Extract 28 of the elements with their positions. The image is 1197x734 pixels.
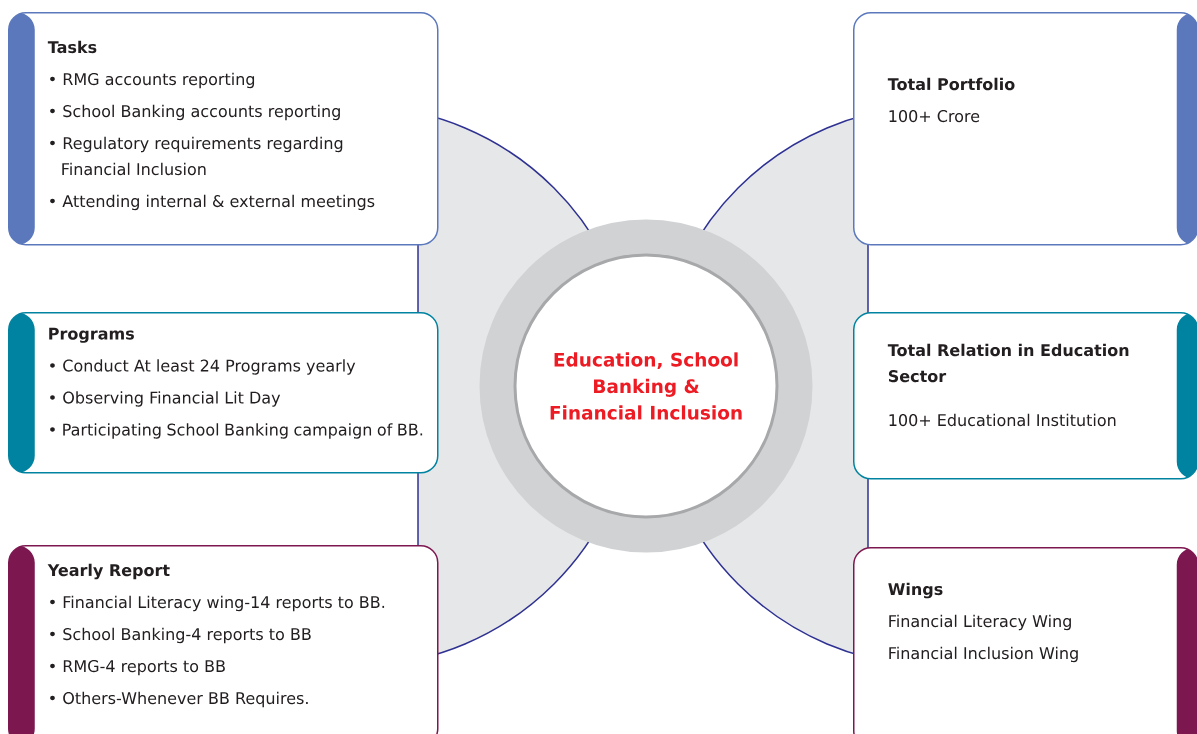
info-card: [8, 545, 439, 734]
card-item: • Observing Financial Lit Day: [50, 391, 281, 407]
info-card: [8, 312, 439, 474]
card-heading: Total Portfolio: [887, 77, 1015, 91]
card-item: Financial Inclusion Wing: [889, 646, 1078, 663]
card-item: • Attending internal & external meetings: [50, 194, 375, 211]
card-item: • RMG-4 reports to BB: [50, 660, 225, 676]
card-item: • School Banking accounts reporting: [50, 104, 340, 121]
info-card: [853, 12, 1197, 246]
card-item: Financial Literacy Wing: [889, 614, 1071, 631]
card-item: • RMG accounts reporting: [50, 72, 255, 89]
card-heading: Total Relation in Education Sector: [887, 343, 1129, 383]
card-item: 100+ Crore: [889, 110, 980, 123]
card-heading: Programs: [49, 327, 134, 343]
card-item: • Others-Whenever BB Requires.: [50, 691, 308, 708]
info-card: [853, 312, 1197, 480]
card-heading: Yearly Report: [47, 563, 170, 580]
info-card: [853, 547, 1197, 734]
card-item: • Regulatory requirements regarding Financial Inclusion: [50, 136, 343, 176]
card-item: • Participating School Banking campaign of BB.: [50, 423, 423, 439]
info-card: [8, 12, 439, 246]
card-item: • School Banking-4 reports to BB: [50, 627, 311, 644]
card-item: 100+ Educational Institution: [889, 413, 1116, 427]
center-title: Education, School Banking & Financial Inclusion: [550, 352, 742, 420]
card-item: • Conduct At least 24 Programs yearly: [50, 359, 356, 375]
card-heading: Wings: [888, 582, 943, 599]
card-heading: Tasks: [47, 40, 97, 54]
card-item: • Financial Literacy wing-14 reports to BB.: [50, 595, 385, 612]
